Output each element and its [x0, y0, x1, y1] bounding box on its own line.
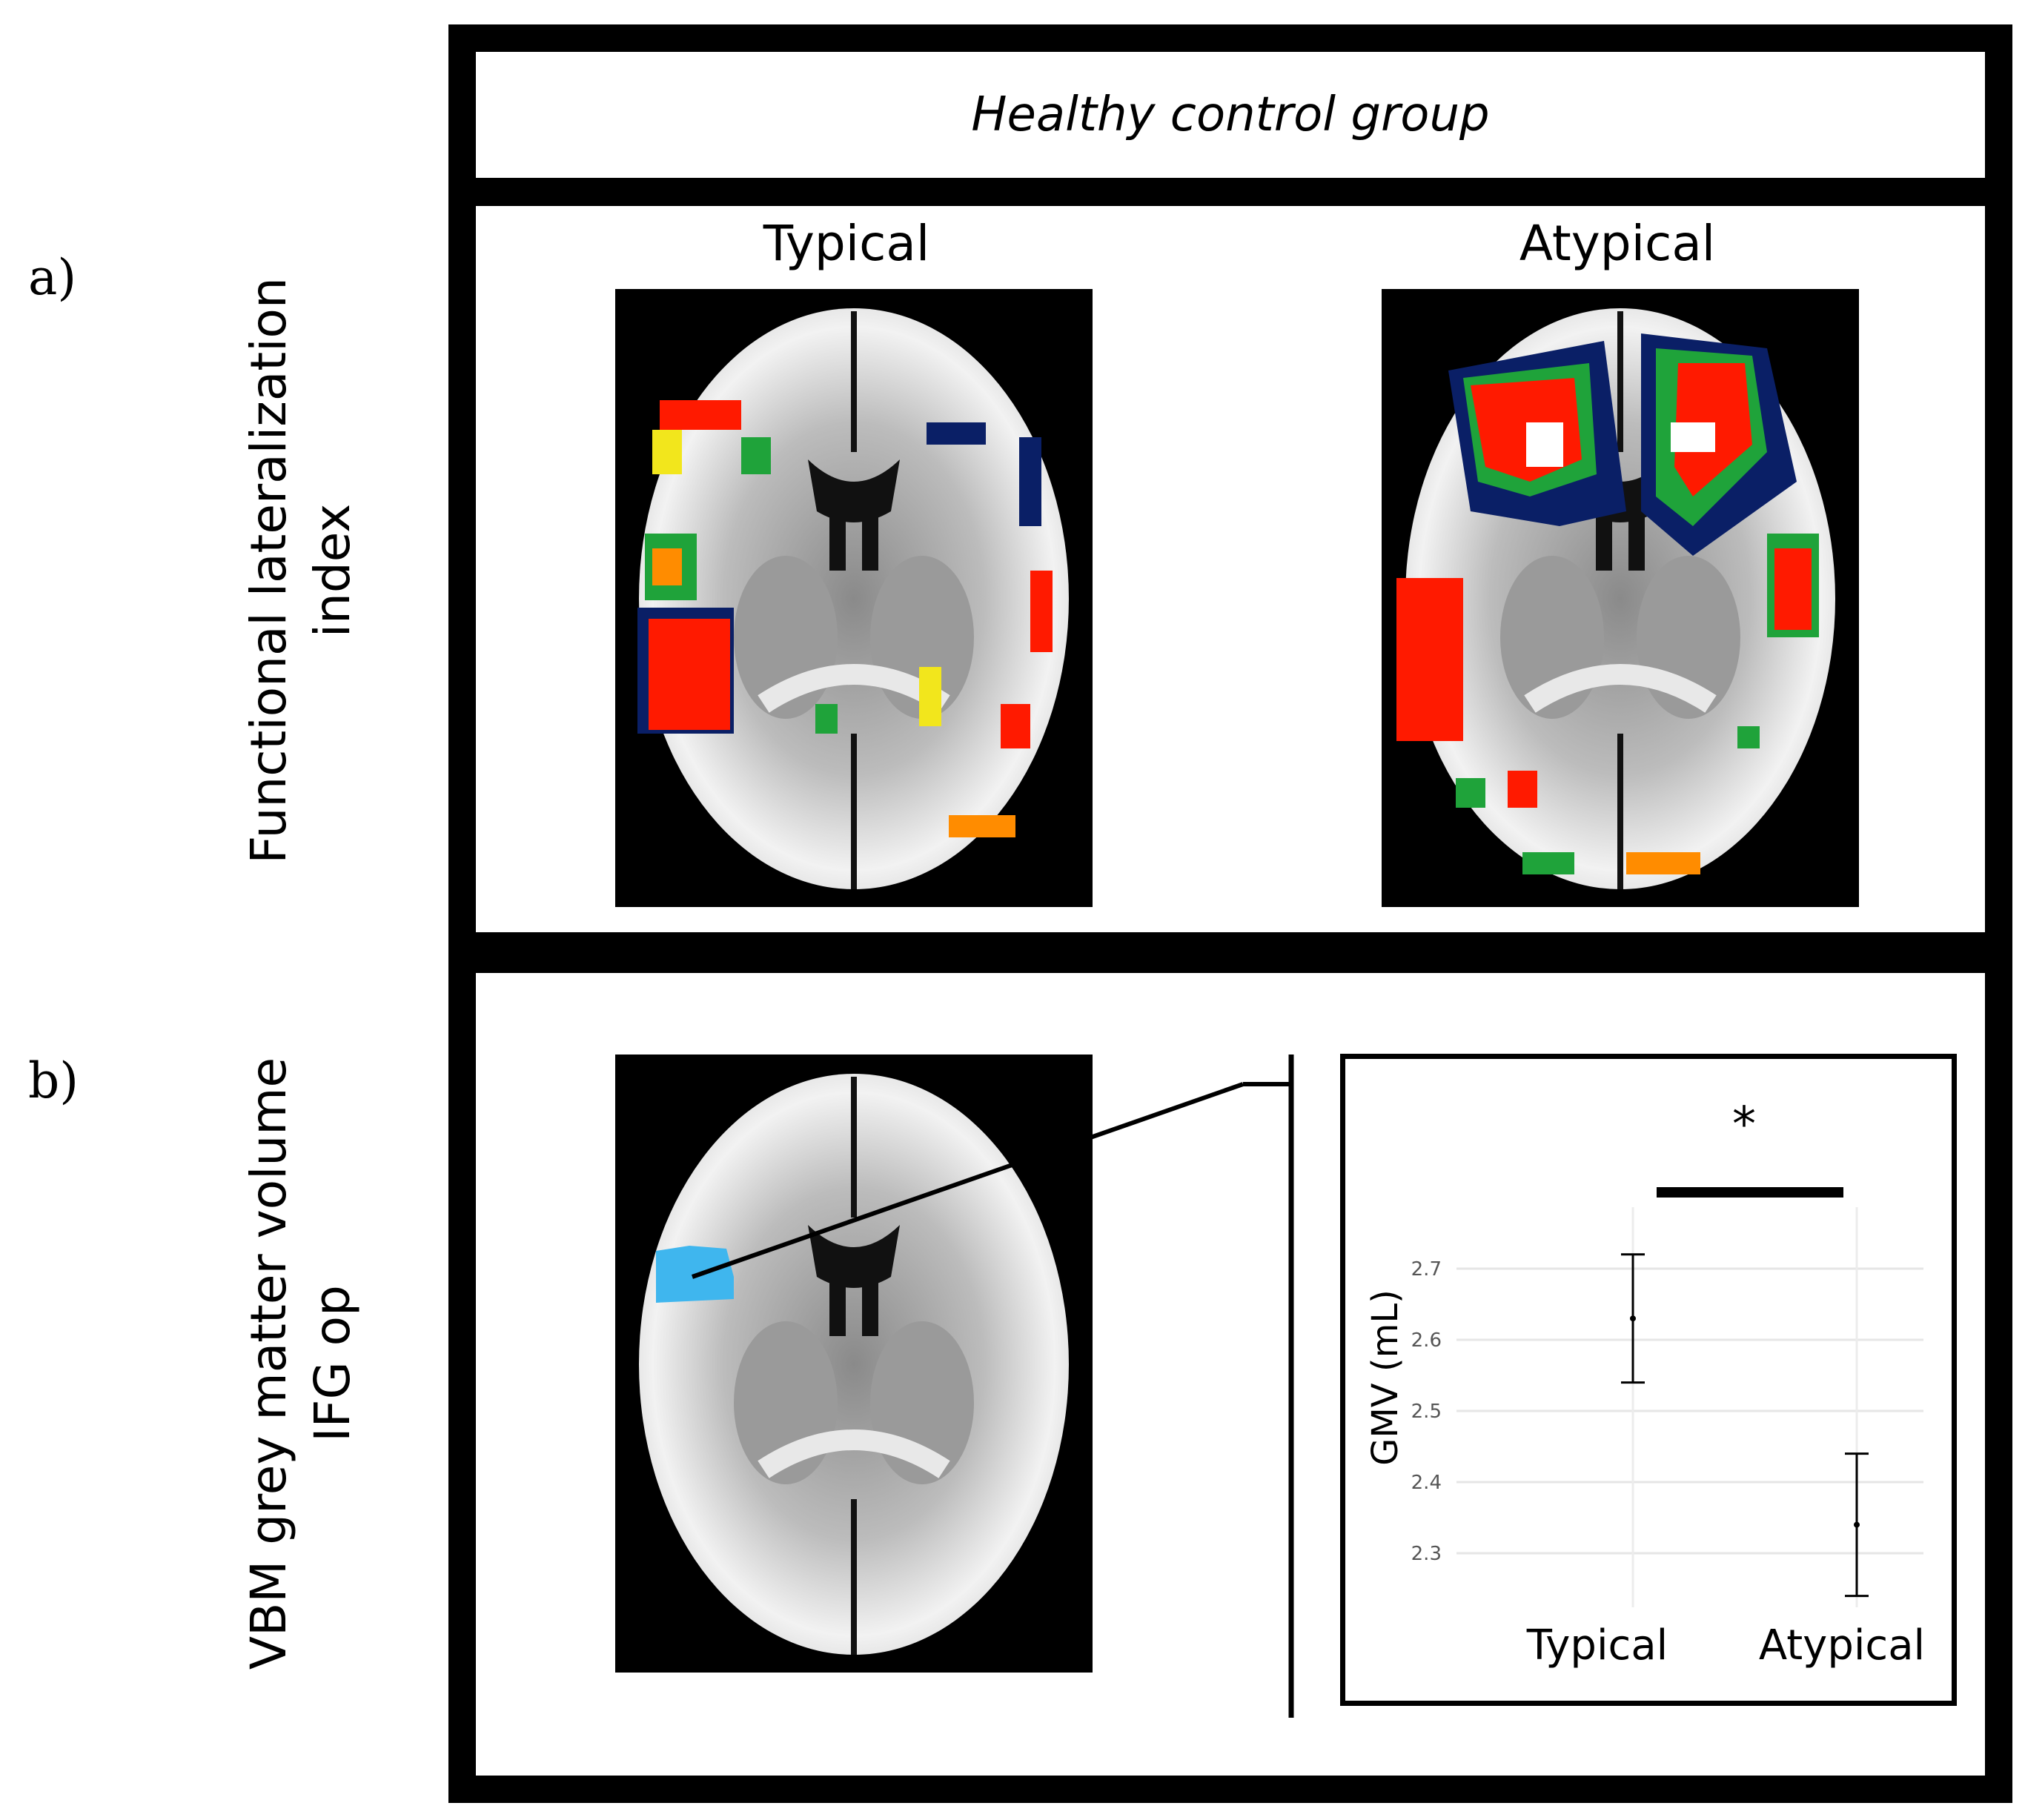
error-bar-atypical — [1845, 1452, 1869, 1598]
title-panel: Healthy control group — [476, 52, 1985, 178]
mean-point-atypical — [1854, 1521, 1860, 1528]
brain-image-atypical — [1382, 289, 1859, 907]
mean-point-typical — [1630, 1315, 1636, 1322]
y-tick-label: 2.5 — [1411, 1401, 1442, 1423]
y-tick-label: 2.3 — [1411, 1543, 1442, 1565]
panel-b-letter: b) — [28, 1052, 79, 1109]
y-axis-label: GMV (mL) — [1365, 1289, 1406, 1466]
activation-clusters-atypical — [1396, 333, 1819, 874]
ventricles — [808, 459, 900, 522]
brain-image-roi — [615, 1055, 1093, 1673]
column-label-typical: Typical — [763, 215, 930, 272]
y-tick-label: 2.4 — [1411, 1472, 1442, 1494]
panel-a-side-label-line2: index — [304, 503, 361, 638]
activation-clusters-typical — [637, 400, 1053, 837]
roi-connector — [692, 1055, 1294, 1718]
significance-star: * — [1732, 1097, 1756, 1152]
brain-image-typical — [615, 289, 1093, 907]
gmv-chart: 2.7 2.6 2.5 2.4 2.3 * GMV (mL) Typical Atypic… — [1340, 1054, 1957, 1706]
x-category-label-typical: Typical — [1526, 1621, 1668, 1670]
panel-a: Typical Atypical — [476, 206, 1985, 932]
brain-slice — [639, 1074, 1069, 1655]
ventricles — [808, 1225, 900, 1288]
panel-b-side-label-line1: VBM grey matter volume — [240, 1057, 297, 1670]
gmv-chart-svg: 2.7 2.6 2.5 2.4 2.3 * GMV (mL) Typical Atypic… — [1365, 1097, 1925, 1670]
x-category-label-atypical: Atypical — [1759, 1621, 1925, 1670]
panel-b-side-label: VBM grey matter volume IFG op — [237, 1052, 365, 1675]
y-tick-label: 2.6 — [1411, 1329, 1442, 1352]
column-label-atypical: Atypical — [1519, 215, 1716, 272]
y-tick-label: 2.7 — [1411, 1258, 1442, 1281]
panel-a-side-label-line1: Functional lateralization — [240, 277, 297, 864]
panel-a-letter: a) — [28, 249, 77, 306]
error-bar-typical — [1621, 1253, 1645, 1384]
figure-title: Healthy control group — [971, 87, 1490, 142]
panel-a-side-label: Functional lateralization index — [237, 267, 365, 874]
panel-b-side-label-line2: IFG op — [304, 1285, 361, 1442]
